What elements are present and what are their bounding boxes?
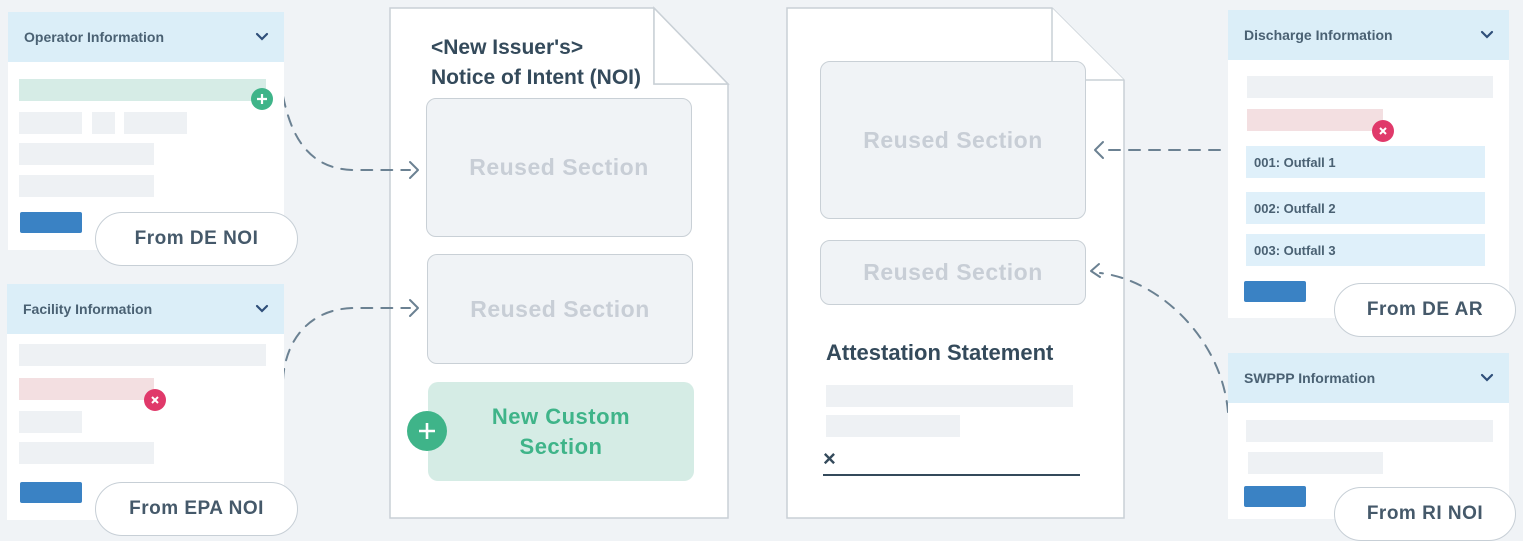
- operator-field: [124, 112, 187, 134]
- source-pill-epa-noi: From EPA NOI: [95, 482, 298, 536]
- remove-icon: [144, 389, 166, 411]
- chevron-down-icon[interactable]: [1480, 30, 1494, 40]
- discharge-field-error: [1247, 109, 1383, 131]
- swppp-submit-button[interactable]: [1244, 486, 1306, 507]
- operator-field: [19, 143, 154, 165]
- left-document-title-line1: <New Issuer's>: [431, 36, 584, 59]
- remove-icon: [1372, 120, 1394, 142]
- connector-swppp: [1099, 272, 1229, 413]
- chevron-down-icon[interactable]: [1480, 373, 1494, 383]
- operator-panel-title: Operator Information: [24, 29, 165, 45]
- arrow-head-icon: [1094, 141, 1104, 159]
- swppp-panel-title: SWPPP Information: [1244, 370, 1376, 386]
- operator-field: [19, 175, 154, 197]
- swppp-panel-header[interactable]: SWPPP Information: [1228, 353, 1509, 403]
- left-reused-section-1: Reused Section: [426, 98, 692, 237]
- arrow-head-icon: [409, 161, 419, 179]
- add-section-icon[interactable]: [407, 411, 447, 451]
- swppp-field: [1248, 452, 1383, 474]
- source-pill-de-ar: From DE AR: [1334, 283, 1516, 337]
- attestation-line: [826, 385, 1073, 407]
- facility-panel: Facility Information: [7, 284, 284, 520]
- facility-panel-title: Facility Information: [23, 301, 153, 317]
- facility-submit-button[interactable]: [20, 482, 82, 503]
- facility-field: [19, 442, 154, 464]
- left-reused-section-2: Reused Section: [427, 254, 693, 364]
- right-reused-section-2: Reused Section: [820, 240, 1086, 305]
- arrow-head-icon: [409, 299, 419, 317]
- swppp-field: [1246, 420, 1493, 442]
- discharge-field: [1247, 76, 1493, 98]
- outfall-item-2[interactable]: 002: Outfall 2: [1246, 192, 1485, 224]
- operator-panel-header[interactable]: Operator Information: [8, 12, 284, 62]
- operator-field: [92, 112, 115, 134]
- add-icon: [251, 88, 273, 110]
- discharge-submit-button[interactable]: [1244, 281, 1306, 302]
- outfall-item-1[interactable]: 001: Outfall 1: [1246, 146, 1485, 178]
- attestation-title: Attestation Statement: [826, 340, 1054, 365]
- connector-operator: [282, 95, 411, 171]
- arrow-head-icon: [1090, 263, 1101, 278]
- signature-mark: ×: [823, 446, 836, 471]
- operator-panel: Operator Information: [8, 12, 284, 250]
- discharge-panel-header[interactable]: Discharge Information: [1228, 10, 1509, 60]
- connector-facility: [282, 307, 411, 381]
- left-document-fold-overlay: [653, 6, 730, 85]
- left-document-title: <New Issuer's> Notice of Intent (NOI): [431, 33, 653, 93]
- operator-submit-button[interactable]: [20, 212, 82, 233]
- discharge-panel: Discharge Information 001: Outfall 1 002…: [1228, 10, 1509, 318]
- chevron-down-icon[interactable]: [255, 304, 269, 314]
- discharge-panel-title: Discharge Information: [1244, 27, 1393, 43]
- operator-field-highlighted: [19, 79, 266, 101]
- facility-field: [19, 344, 266, 366]
- outfall-item-3[interactable]: 003: Outfall 3: [1246, 234, 1485, 266]
- attestation-line: [826, 415, 960, 437]
- facility-panel-header[interactable]: Facility Information: [7, 284, 284, 334]
- new-custom-section: New Custom Section: [428, 382, 694, 481]
- facility-field-error: [19, 378, 154, 400]
- left-document-title-line2: Notice of Intent (NOI): [431, 66, 641, 89]
- source-pill-ri-noi: From RI NOI: [1334, 487, 1516, 541]
- signature-line: [823, 474, 1080, 476]
- operator-field: [19, 112, 82, 134]
- right-reused-section-1: Reused Section: [820, 61, 1086, 219]
- chevron-down-icon[interactable]: [255, 32, 269, 42]
- facility-field: [19, 411, 82, 433]
- source-pill-de-noi: From DE NOI: [95, 212, 298, 266]
